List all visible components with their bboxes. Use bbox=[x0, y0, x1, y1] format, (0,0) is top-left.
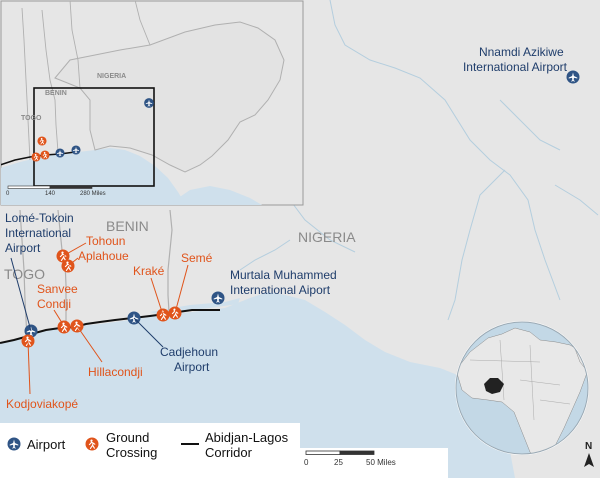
leader-lome bbox=[10, 257, 32, 332]
north-label: N bbox=[585, 441, 592, 452]
inset-scale-zero: 0 bbox=[6, 191, 10, 197]
country-label-nigeria: NIGERIA bbox=[298, 229, 356, 245]
scale-mid: 25 bbox=[334, 458, 343, 467]
leader-seme bbox=[174, 264, 189, 314]
legend-airport-icon bbox=[7, 437, 21, 451]
airport-icon-murtala[interactable] bbox=[211, 291, 225, 305]
crossing-label-aplahoue: Aplahoue bbox=[78, 249, 129, 263]
crossing-label-hillacondji: Hillacondji bbox=[88, 365, 143, 379]
scale-max: 50 Miles bbox=[366, 458, 396, 467]
crossing-label-krake: Kraké bbox=[133, 264, 165, 278]
leader-aplahoue bbox=[67, 257, 79, 267]
inset-airport-icon-cadjehoun bbox=[55, 148, 65, 158]
airport-label-lome: Lomé-Tokoin International Airport bbox=[5, 211, 77, 255]
inset-crossing-icon-3 bbox=[31, 152, 41, 162]
legend-corridor-label: Abidjan-Lagos Corridor bbox=[205, 430, 292, 460]
inset-scale-max: 280 Miles bbox=[80, 191, 106, 197]
inset-airport-icon-murtala bbox=[71, 145, 81, 155]
inset-scale-mid: 140 bbox=[45, 191, 56, 197]
crossing-label-tohoun: Tohoun bbox=[86, 234, 125, 248]
leader-cadjehoun bbox=[133, 317, 164, 348]
crossing-label-kodjoviakope: Kodjoviakopé bbox=[6, 397, 78, 411]
north-arrow: N bbox=[584, 441, 594, 467]
leader-kodjoviakope bbox=[27, 340, 31, 395]
legend: Airport Ground Crossing Abidjan-Lagos Co… bbox=[0, 423, 300, 478]
scale-bar: 0 25 50 Miles bbox=[298, 448, 448, 478]
globe-locator bbox=[455, 321, 589, 455]
inset-label-benin: BENIN bbox=[45, 90, 67, 97]
leader-hillacondji bbox=[76, 325, 103, 363]
crossing-icon-sanvee[interactable] bbox=[56, 319, 72, 335]
legend-crossing-label: Ground Crossing bbox=[106, 430, 157, 460]
inset-label-togo: TOGO bbox=[21, 115, 42, 122]
scale-zero: 0 bbox=[304, 458, 309, 467]
airport-label-murtala: Murtala Muhammed International Aiport bbox=[230, 268, 340, 297]
inset-extent-box bbox=[33, 87, 155, 187]
inset-scale-bar: 0 140 280 Miles bbox=[6, 185, 106, 197]
inset-crossing-icon-2 bbox=[40, 150, 50, 160]
leader-krake bbox=[150, 277, 164, 316]
north-arrow-icon bbox=[584, 453, 594, 467]
inset-crossing-icon-1 bbox=[37, 136, 47, 146]
airport-label-cadjehoun: Cadjehoun Airport bbox=[160, 345, 221, 374]
crossing-label-seme: Semé bbox=[181, 251, 213, 265]
legend-crossing-icon bbox=[84, 436, 100, 452]
inset-airport-icon-nnamdi bbox=[144, 98, 154, 108]
inset-map: NIGERIA BENIN TOGO 0 140 280 Miles bbox=[0, 0, 304, 206]
country-label-benin: BENIN bbox=[106, 218, 149, 234]
leader-tohoun bbox=[62, 242, 87, 257]
inset-label-nigeria: NIGERIA bbox=[97, 73, 126, 80]
inset-nigeria-boundary bbox=[54, 21, 285, 173]
globe-africa bbox=[456, 327, 588, 454]
legend-airport-label: Airport bbox=[27, 437, 66, 452]
rivers bbox=[239, 0, 599, 321]
airport-icon-nnamdi[interactable] bbox=[566, 70, 580, 84]
country-label-togo: TOGO bbox=[4, 266, 45, 282]
crossing-label-sanvee: Sanvee Condji bbox=[37, 282, 81, 311]
inset-sea bbox=[1, 148, 186, 205]
airport-label-nnamdi: Nnamdi Azikiwe International Airport bbox=[463, 45, 568, 74]
inset-sea-east bbox=[168, 186, 262, 205]
globe-nigeria-highlight bbox=[484, 378, 504, 394]
